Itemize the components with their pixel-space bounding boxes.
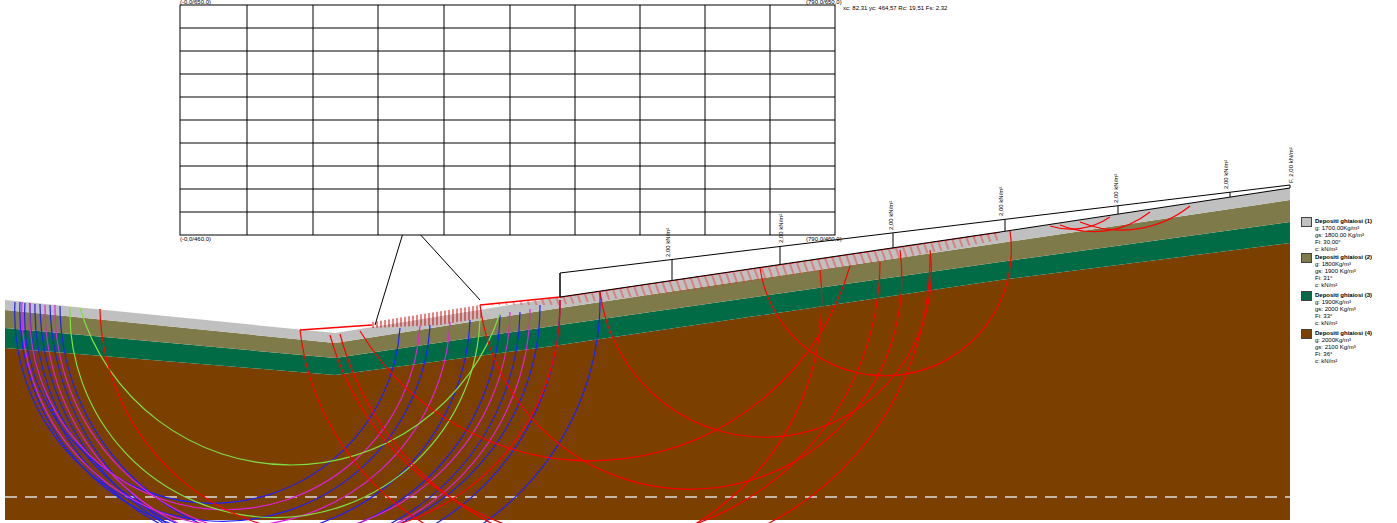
load-label: F. 2,00 kN/m² — [1288, 147, 1295, 183]
soil-parameter: g: 1800Kg/m³ — [1315, 261, 1351, 268]
soil-parameter: g: 1900Kg/m³ — [1315, 299, 1351, 306]
soil-parameter: c: kN/m² — [1315, 282, 1337, 289]
load-label: 2,00 kN/m² — [888, 200, 895, 229]
legend-text: Depositi ghiaiosi (4) — [1315, 330, 1372, 337]
grid-coordinate: (-0,0/460,0) — [180, 236, 211, 243]
load-label: 2,00 kN/m² — [1113, 173, 1120, 202]
grid-coordinate: (790,0/650,0) — [806, 0, 842, 6]
grid-coordinate: (790,0/460,0) — [806, 236, 842, 243]
soil-parameter: c: kN/m² — [1315, 320, 1337, 327]
legend-swatch — [1301, 329, 1312, 339]
legend-swatch — [1301, 291, 1312, 301]
soil-parameter: g: 2000Kg/m³ — [1315, 337, 1351, 344]
soil-parameter: g: 1700,00Kg/m³ — [1315, 225, 1359, 232]
soil-parameter: c: kN/m² — [1315, 246, 1337, 253]
load-label: 2,00 kN/m² — [1223, 160, 1230, 189]
soil-parameter: gs: 1900 Kg/m³ — [1315, 268, 1356, 275]
legend-text: Depositi ghiaiosi (3) — [1315, 292, 1372, 299]
legend-swatch — [1301, 253, 1312, 263]
load-label: 2,00 kN/m² — [665, 227, 672, 256]
grid-coordinate: (-0,0/650,0) — [180, 0, 211, 6]
soil-parameter: Fi: 36° — [1315, 351, 1332, 358]
soil-parameter: c: kN/m² — [1315, 358, 1337, 365]
legend-text: Depositi ghiaiosi (1) — [1315, 218, 1372, 225]
load-label: 2,00 kN/m² — [778, 214, 785, 243]
soil-parameter: gs: 1800,00 Kg/m³ — [1315, 232, 1364, 239]
legend-swatch — [1301, 217, 1312, 227]
soil-parameter: Fi: 33° — [1315, 313, 1332, 320]
legend-text: Depositi ghiaiosi (2) — [1315, 254, 1372, 261]
soil-parameter: gs: 2000 Kg/m³ — [1315, 306, 1356, 313]
soil-parameter: Fi: 31° — [1315, 275, 1332, 282]
soil-parameter: Fi: 30,00° — [1315, 239, 1341, 246]
load-label: 2,00 kN/m² — [998, 187, 1005, 216]
critical-surface-info: xc: 82,31 yc: 464,57 Rc: 19,51 Fs: 2,32 — [843, 5, 947, 12]
soil-parameter: gs: 2100 Kg/m³ — [1315, 344, 1356, 351]
